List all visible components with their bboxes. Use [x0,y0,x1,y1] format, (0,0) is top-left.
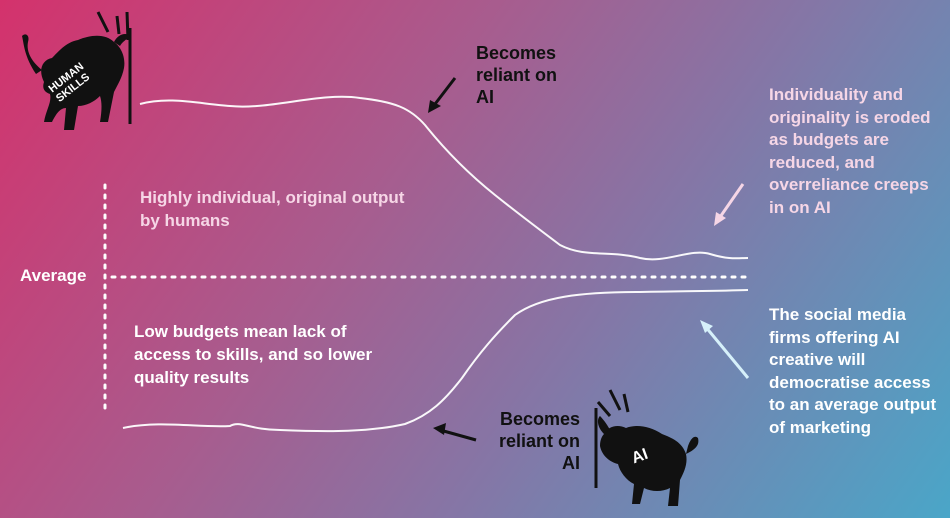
low-budgets-note: Low budgets mean lack of access to skill… [134,322,373,387]
arrow-pink [714,183,745,226]
arrow-bottom-black [433,423,477,442]
bottom-trend-curve [122,289,749,433]
becomes-reliant-bottom: Becomes reliant on AI [498,409,580,473]
high-output-note: Highly individual, original output by hu… [140,188,405,230]
arrow-top-black [428,77,457,113]
charging-bull-icon [22,11,132,130]
charging-bull-icon [594,389,699,506]
average-label: Average [20,266,87,285]
arrow-blue [700,320,750,379]
individuality-note: Individuality and originality is eroded … [769,85,931,217]
social-media-note: The social media firms offering AI creat… [769,305,937,437]
becomes-reliant-top: Becomes reliant on AI [476,43,558,107]
top-trend-curve [139,95,749,261]
